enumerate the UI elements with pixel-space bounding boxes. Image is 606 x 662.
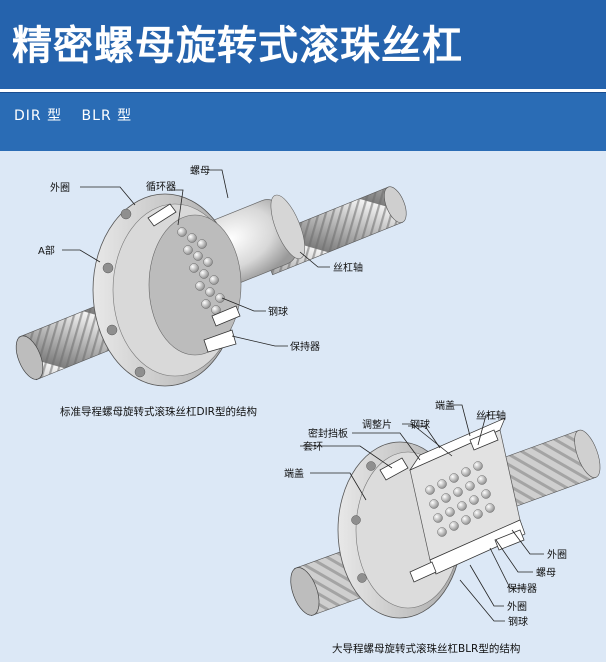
subtitle-bar — [0, 93, 606, 151]
d2-label-end-cap-left: 端盖 — [284, 467, 304, 480]
d1-leader-lines — [62, 169, 330, 347]
header-banner — [0, 0, 606, 93]
d2-label-steel-ball-bottom: 钢球 — [508, 615, 528, 628]
d2-label-outer-ring-bottom: 外圈 — [507, 601, 527, 613]
d1-labels: 外圈 循环器 螺母 A部 丝杠轴 钢球 保持器 标准导程螺母旋转式滚珠丝杠DIR… — [38, 165, 363, 418]
d2-label-seal-plate: 密封挡板 — [308, 427, 348, 440]
d1-label-screw-shaft: 丝杠轴 — [333, 261, 363, 274]
d2-nut — [409, 417, 526, 575]
d1-label-circulator: 循环器 — [146, 180, 176, 193]
d2-label-outer-ring-right: 外圈 — [547, 549, 567, 561]
diagram-area: 外圈 循环器 螺母 A部 丝杠轴 钢球 保持器 标准导程螺母旋转式滚珠丝杠DIR… — [15, 165, 601, 655]
diagram1-illustration — [15, 186, 407, 387]
d1-label-steel-ball: 钢球 — [268, 305, 288, 318]
d1-caption: 标准导程螺母旋转式滚珠丝杠DIR型的结构 — [60, 405, 257, 418]
d2-label-nut: 螺母 — [536, 567, 556, 579]
d2-label-adjust-piece: 调整片 — [362, 418, 392, 431]
page-title: 精密螺母旋转式滚珠丝杠 — [12, 23, 463, 69]
d2-label-retainer: 保持器 — [507, 582, 537, 595]
d2-leader-lines — [300, 404, 544, 622]
d2-labels: 密封挡板 调整片 端盖 钢球 丝杠轴 套环 端盖 外圈 螺母 保持器 外圈 钢球… — [284, 399, 567, 655]
subtitle-blr: BLR 型 — [81, 108, 133, 124]
d1-label-nut: 螺母 — [190, 165, 210, 177]
d2-caption: 大导程螺母旋转式滚珠丝杠BLR型的结构 — [332, 642, 520, 655]
d2-label-end-cap-top: 端盖 — [435, 399, 455, 412]
d2-label-sleeve: 套环 — [303, 440, 323, 453]
d2-balls — [425, 461, 495, 537]
header-divider-shadow — [0, 92, 606, 93]
d2-label-screw-shaft: 丝杠轴 — [476, 409, 506, 422]
diagram2-illustration — [290, 417, 601, 619]
d1-balls — [177, 227, 225, 315]
d1-label-retainer: 保持器 — [290, 340, 320, 353]
subtitle-dir: DIR 型 — [14, 108, 63, 124]
d1-label-outer-ring: 外圈 — [50, 182, 70, 194]
subtitle: DIR 型 BLR 型 — [14, 105, 146, 125]
d2-label-steel-ball-top: 钢球 — [410, 418, 430, 431]
d2-end-cap-blocks — [379, 429, 525, 583]
d1-label-a-part: A部 — [38, 244, 55, 257]
header-divider — [0, 89, 606, 92]
d1-retainer-blocks — [147, 203, 241, 353]
